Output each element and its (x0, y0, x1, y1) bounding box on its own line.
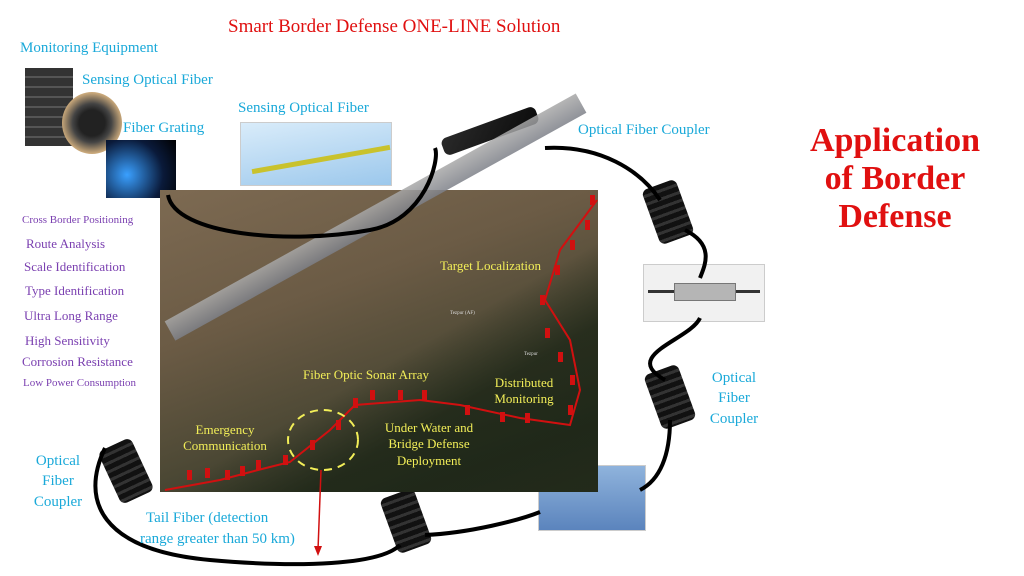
satellite-map (160, 190, 598, 492)
feature-item: Type Identification (25, 283, 125, 298)
highlight-circle (287, 409, 359, 471)
route-markers (187, 195, 595, 480)
label-line: Optical (711, 370, 757, 386)
fiber-grating-image (106, 140, 176, 198)
label-line: Fiber (718, 390, 750, 407)
fiber-connector-image (643, 264, 765, 322)
fiber-cable (93, 447, 402, 567)
label-coupler-top: Optical Fiber Coupler (578, 122, 710, 138)
label-sensing-fiber: Sensing Optical Fiber (82, 72, 213, 88)
feature-item: Low Power Consumption (23, 377, 137, 389)
label-line: Monitoring (494, 391, 554, 407)
label-sensing-fiber-2: Sensing Optical Fiber (238, 100, 369, 116)
fiber-cable (424, 510, 541, 537)
pointer-arrow (317, 469, 322, 551)
label-line: Bridge Defense (388, 436, 470, 452)
label-line: Deployment (396, 452, 462, 468)
label-coupler-right: Optical Fiber Coupler (702, 368, 766, 429)
fiber-cable (166, 147, 438, 239)
label-target-localization: Target Localization (440, 258, 541, 273)
sensing-route (164, 199, 598, 491)
application-title-line: Application (809, 122, 981, 159)
label-fiber-grating: Fiber Grating (123, 120, 205, 136)
fiber-cable (684, 228, 708, 279)
label-line: Tail Fiber (detection (146, 510, 269, 526)
application-title-line: Defense (838, 198, 952, 236)
feature-item: High Sensitivity (25, 333, 110, 348)
label-emergency-communication: Emergency Communication (170, 422, 280, 455)
label-line: Coupler (33, 493, 83, 510)
feature-item: Corrosion Resistance (22, 354, 133, 369)
label-line: Under Water and (384, 420, 474, 435)
fiber-cable (639, 419, 672, 492)
feature-item: Scale Identification (24, 259, 126, 274)
fiber-cable (648, 316, 702, 382)
label-line: Distributed (494, 375, 554, 390)
map-place-label: Tezpur (AF) (450, 311, 475, 316)
map-place-label: Tezpur (524, 352, 538, 357)
slide-title: Smart Border Defense ONE-LINE Solution (228, 16, 561, 37)
label-line: Emergency (195, 422, 255, 437)
feature-item: Route Analysis (26, 236, 106, 251)
sensing-fiber-image (240, 122, 392, 186)
label-sonar-array: Fiber Optic Sonar Array (303, 367, 430, 382)
fiber-cable (544, 145, 662, 202)
feature-item: Cross Border Positioning (22, 214, 134, 226)
label-line: Communication (183, 438, 267, 454)
label-monitoring-equipment: Monitoring Equipment (20, 40, 158, 56)
label-coupler-left: Optical Fiber Coupler (26, 451, 90, 512)
feature-item: Ultra Long Range (24, 308, 118, 323)
label-distributed-monitoring: Distributed Monitoring (484, 375, 564, 408)
label-tail-fiber: Tail Fiber (detection range greater than… (140, 508, 295, 550)
label-line: range greater than 50 km) (140, 531, 295, 547)
label-line: Optical (35, 453, 81, 469)
application-title-line: of Border (824, 160, 966, 198)
label-line: Fiber (42, 473, 74, 490)
label-underwater-bridge: Under Water and Bridge Defense Deploymen… (364, 420, 494, 469)
label-line: Coupler (709, 410, 759, 427)
application-title: Application of Border Defense (790, 122, 1000, 236)
